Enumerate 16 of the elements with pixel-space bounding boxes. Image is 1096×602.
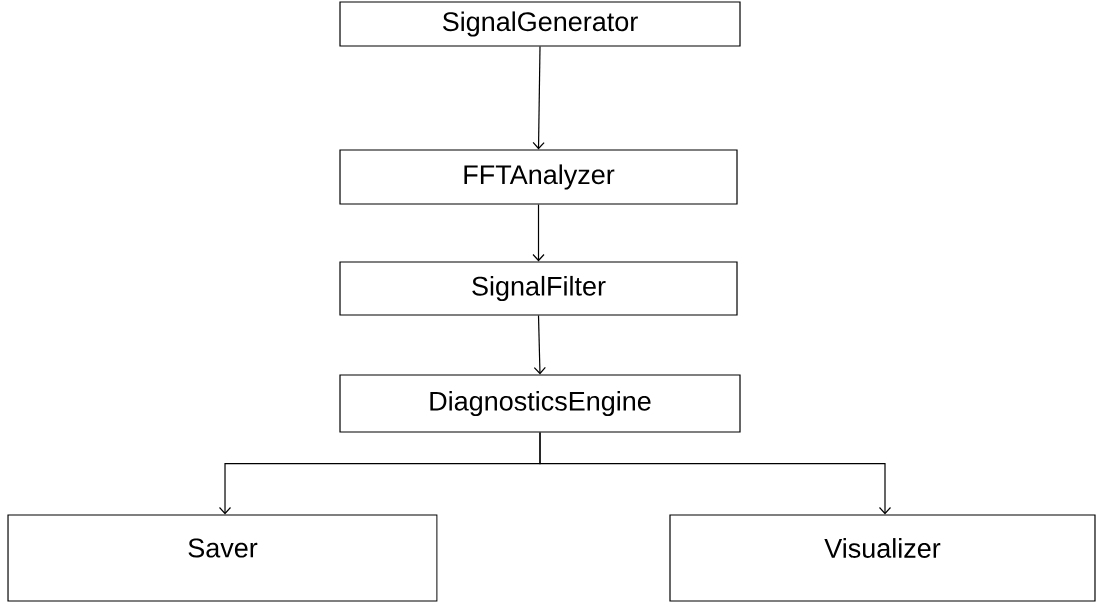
arrow bbox=[539, 432, 892, 515]
process-box bbox=[339, 374, 741, 433]
arrow bbox=[532, 46, 545, 150]
node-label: DiagnosticsEngine bbox=[430, 390, 651, 417]
process-box bbox=[7, 514, 438, 602]
node-label: FFTAnalyzer bbox=[464, 164, 615, 190]
node-label: Saver bbox=[188, 538, 258, 558]
process-box bbox=[669, 514, 1096, 602]
node-label: SignalGenerator bbox=[442, 11, 638, 37]
arrow bbox=[532, 204, 545, 262]
arrow bbox=[533, 315, 546, 375]
node-label: Visualizer bbox=[824, 538, 941, 558]
process-box bbox=[339, 149, 738, 205]
process-box bbox=[339, 261, 738, 316]
process-box bbox=[339, 1, 741, 47]
node-label: SignalFilter bbox=[472, 275, 606, 302]
